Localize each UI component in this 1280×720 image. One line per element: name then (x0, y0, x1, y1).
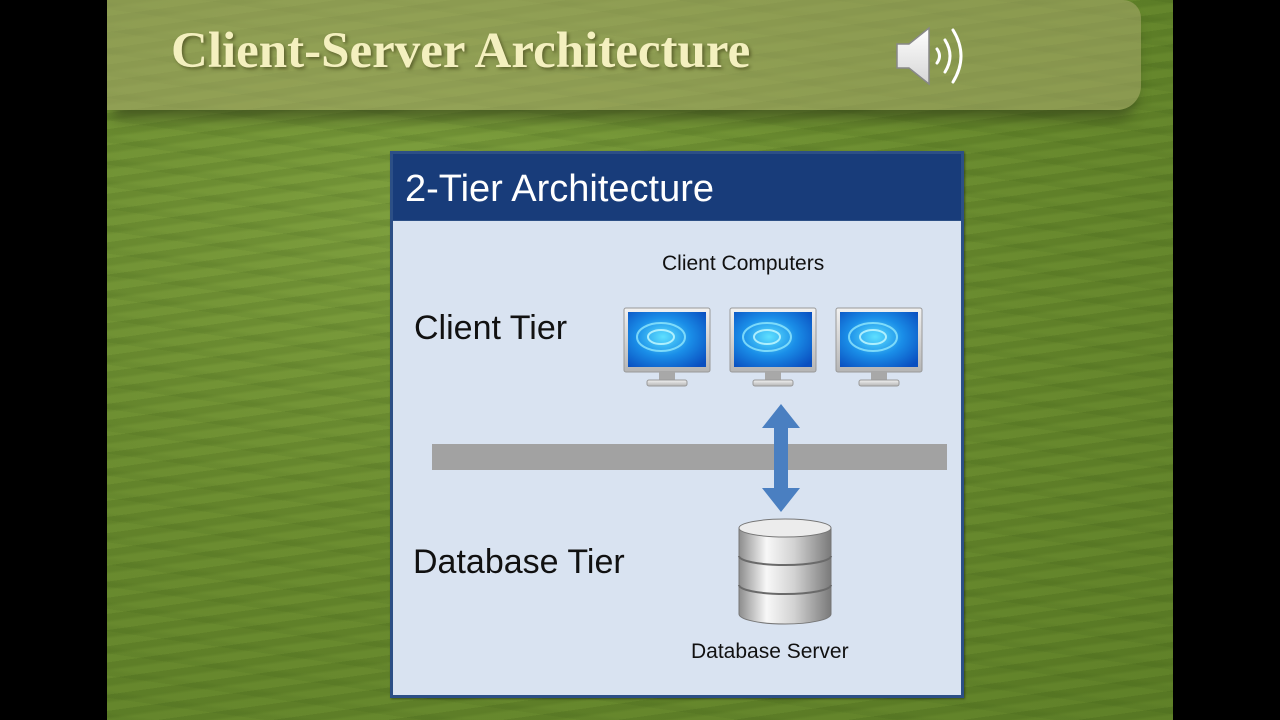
client-computer-icon (623, 307, 711, 389)
client-tier-label: Client Tier (414, 309, 568, 347)
tier-separator (432, 444, 947, 470)
bidirectional-arrow-icon (760, 404, 802, 512)
diagram-body: Client Computers Client Tier (393, 221, 961, 695)
slide-title: Client-Server Architecture (171, 23, 751, 79)
client-computers-label: Client Computers (662, 252, 825, 275)
database-server-label: Database Server (691, 640, 849, 663)
speaker-icon[interactable] (893, 24, 977, 88)
database-tier-label: Database Tier (413, 543, 625, 581)
title-bar: Client-Server Architecture (107, 0, 1141, 110)
slide: Client-Server Architecture 2-Tier Archit… (107, 0, 1173, 720)
client-computer-icon (835, 307, 923, 389)
architecture-diagram: 2-Tier Architecture Client Computers Cli… (390, 151, 964, 698)
diagram-header: 2-Tier Architecture (393, 154, 961, 220)
client-computer-icon (729, 307, 817, 389)
database-server-icon (737, 518, 833, 626)
diagram-title: 2-Tier Architecture (405, 168, 715, 210)
